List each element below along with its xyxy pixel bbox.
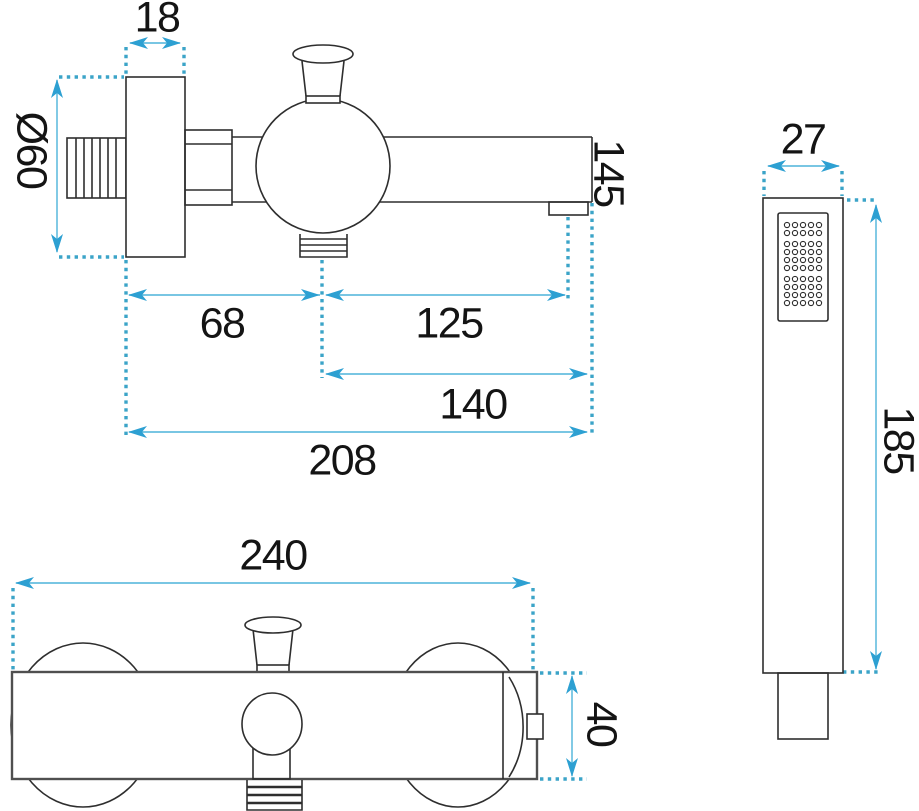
side-view-drawing <box>66 44 593 258</box>
hand-shower-drawing <box>762 197 844 740</box>
dim-label-wall-to-valve: 68 <box>199 299 246 348</box>
dim-label-valve-to-tip: 140 <box>439 380 508 429</box>
dim-label-total-width: 240 <box>239 531 308 580</box>
dim-label-plate-width: 18 <box>134 0 181 42</box>
dim-label-flange-diameter: Ø60 <box>7 111 56 189</box>
dimension-linework <box>16 42 877 776</box>
dim-label-total-depth: 208 <box>308 436 377 485</box>
dim-label-spout-height: 145 <box>584 139 633 207</box>
dim-label-valve-to-aerator: 125 <box>415 299 484 348</box>
dim-label-handshower-width: 27 <box>780 115 827 164</box>
spray-nozzle-holes <box>783 221 823 307</box>
dim-label-handshower-length: 185 <box>874 406 919 474</box>
dim-label-body-height: 40 <box>577 701 626 747</box>
extension-dotted-lines <box>11 47 878 781</box>
dimension-arrowheads <box>15 37 882 777</box>
front-view-drawing <box>10 616 544 811</box>
